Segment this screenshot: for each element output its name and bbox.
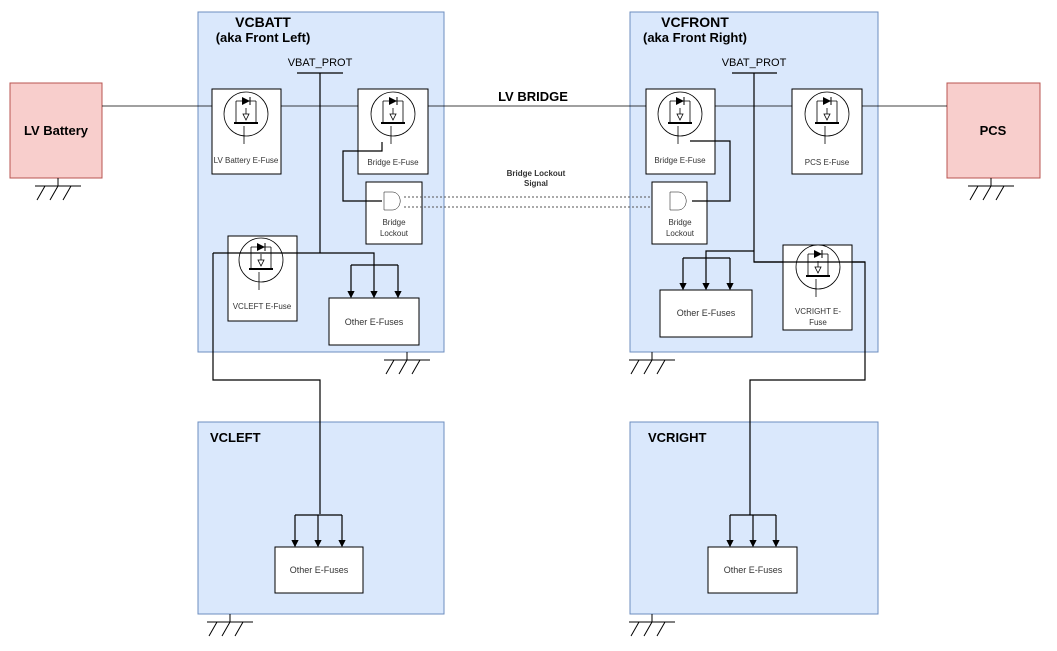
bridge-efuse-label: Bridge E-Fuse [367, 158, 419, 167]
vcright-title: VCRIGHT [648, 430, 707, 445]
ground-icon [383, 351, 431, 375]
vcleft-feed-wire [212, 253, 321, 514]
ground-icon [967, 177, 1015, 201]
lockout-signal-label: Signal [524, 179, 548, 188]
vcfront-other-efuses [659, 289, 753, 338]
vcfront-subtitle: (aka Front Right) [643, 30, 747, 45]
lv-battery-efuse-label: LV Battery E-Fuse [214, 156, 279, 165]
bridge-gate-wire [690, 140, 731, 202]
feed-wire [351, 264, 398, 297]
lockout-signal-label: Bridge Lockout [507, 169, 566, 178]
ground-icon [206, 613, 254, 637]
vcfront-rail [732, 72, 866, 515]
bridge-gate-wire [342, 142, 383, 202]
bridge-lockout-signal [404, 196, 660, 208]
lv-bridge-label: LV BRIDGE [498, 89, 568, 104]
lv-battery-block [9, 82, 103, 179]
other-efuses-label: Other E-Fuses [677, 308, 736, 318]
vcbatt-rail-label: VBAT_PROT [288, 57, 353, 69]
and-gate-icon [383, 191, 401, 211]
feed-wire [213, 252, 378, 299]
other-efuses-label: Other E-Fuses [345, 317, 404, 327]
lockout-label: Bridge [382, 218, 406, 227]
vcbatt-title: VCBATT [235, 14, 291, 30]
and-gate-icon [669, 191, 687, 211]
vcbatt-subtitle: (aka Front Left) [216, 30, 311, 45]
vcleft-module [197, 421, 445, 615]
vcright-efuse-label: Fuse [809, 318, 827, 327]
vcleft-title: VCLEFT [210, 430, 261, 445]
vcfront-rail-label: VBAT_PROT [722, 57, 787, 69]
ground-icon [628, 613, 676, 637]
lv-battery-label: LV Battery [24, 123, 89, 138]
pcs-block [946, 82, 1041, 179]
ground-icon [34, 177, 82, 201]
vcright-efuse-label: VCRIGHT E- [795, 307, 841, 316]
vcleft-efuse-label: VCLEFT E-Fuse [233, 302, 292, 311]
pcs-label: PCS [980, 123, 1007, 138]
vcbatt-rail [297, 72, 343, 253]
other-efuses-label: Other E-Fuses [290, 565, 349, 575]
feed-wire [702, 250, 754, 291]
vcfront-title: VCFRONT [661, 14, 729, 30]
ground-icon [628, 351, 676, 375]
other-efuses-label: Other E-Fuses [724, 565, 783, 575]
lockout-label: Lockout [666, 229, 695, 238]
lockout-label: Bridge [668, 218, 692, 227]
bridge-efuse-label: Bridge E-Fuse [654, 156, 706, 165]
vcleft-other-efuses [274, 546, 364, 594]
vcbatt-other-efuses [328, 297, 420, 346]
vcright-other-efuses [707, 546, 798, 594]
feed-wire [683, 257, 730, 289]
lockout-label: Lockout [380, 229, 409, 238]
pcs-efuse-label: PCS E-Fuse [805, 158, 850, 167]
